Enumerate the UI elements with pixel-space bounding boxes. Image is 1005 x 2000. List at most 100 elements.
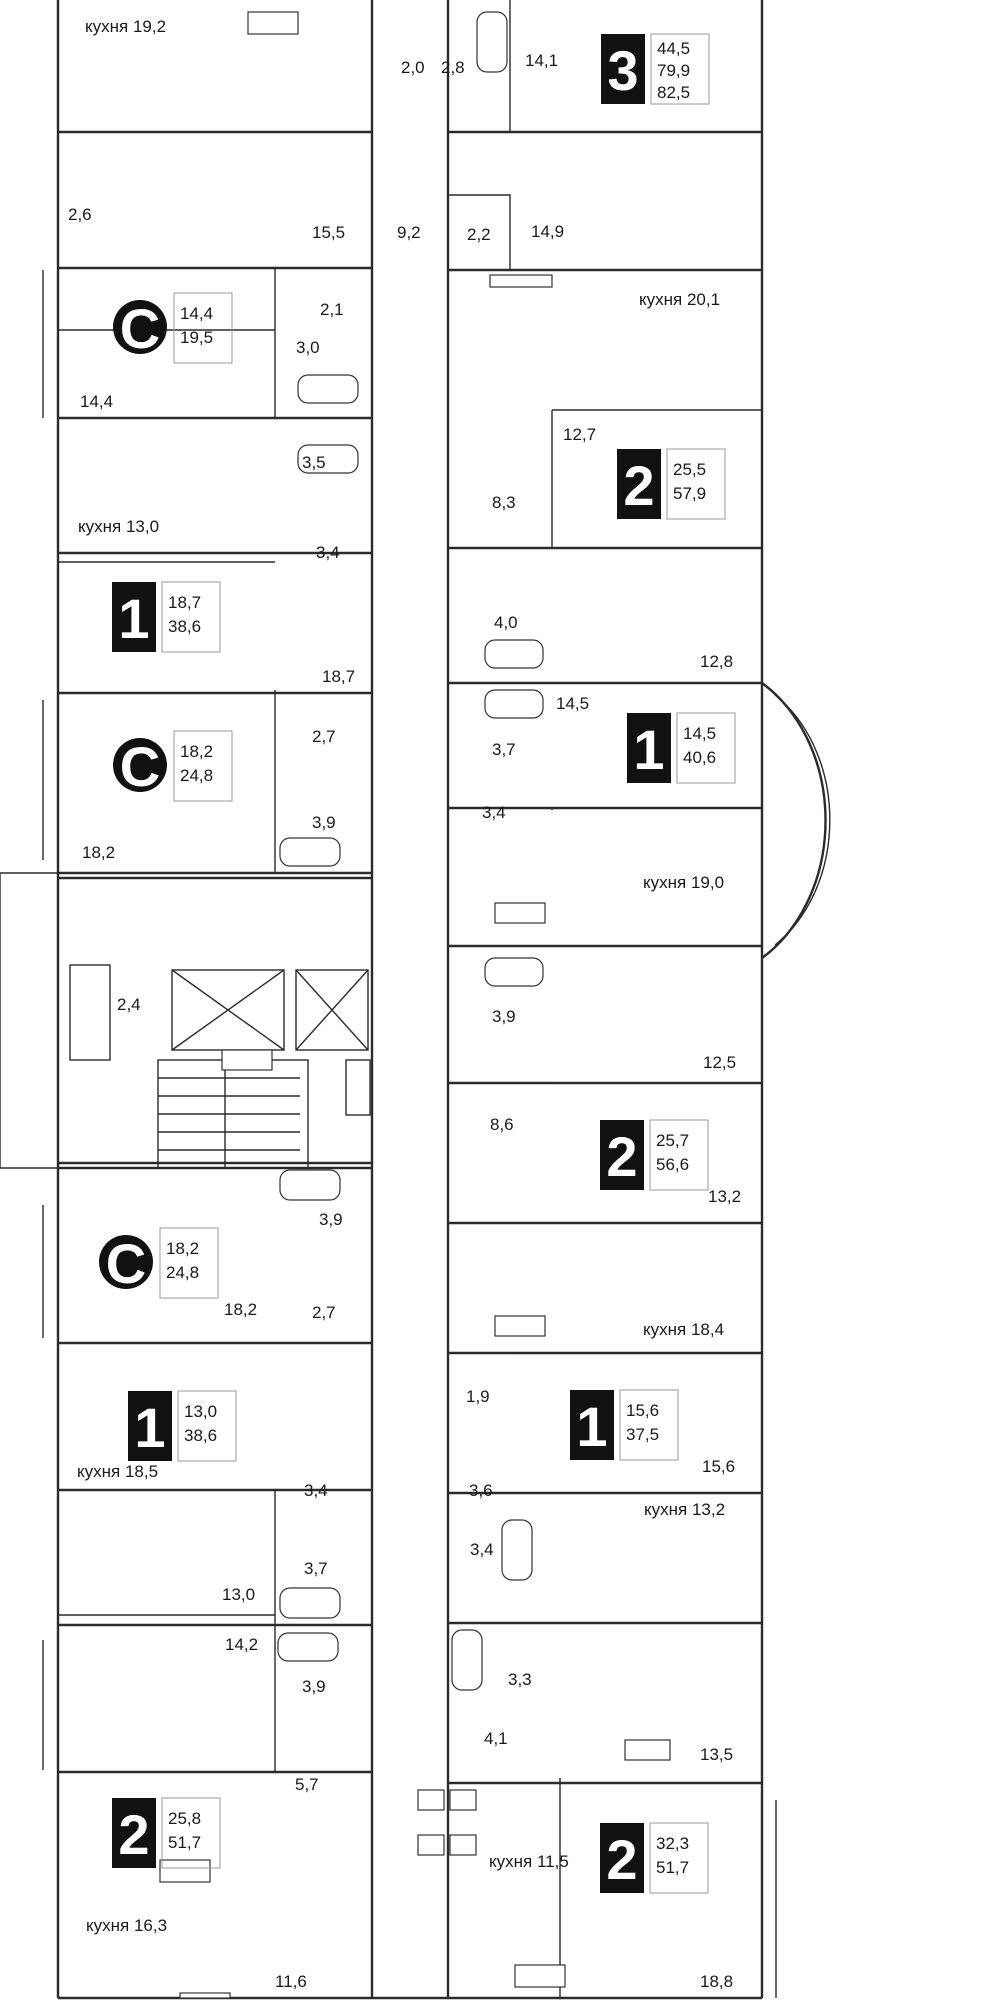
room-label: 3,7 [492, 740, 516, 759]
badge-area-living: 25,5 [673, 460, 706, 479]
room-label: 14,4 [80, 392, 113, 411]
badge-type: C [120, 735, 160, 798]
room-label: 3,4 [304, 1481, 328, 1500]
room-label: 12,8 [700, 652, 733, 671]
badge-type: 2 [606, 1828, 637, 1891]
core [69, 964, 371, 1169]
badge-area-with-balcony: 82,5 [657, 83, 690, 102]
room-label: 3,4 [482, 803, 506, 822]
apartment-badge: C 18,2 24,8 [99, 1227, 219, 1299]
apartment-badge: C 14,4 19,5 [113, 292, 233, 364]
badge-area-total: 24,8 [166, 1263, 199, 1282]
room-label: 14,2 [225, 1635, 258, 1654]
badge-area-living: 15,6 [626, 1401, 659, 1420]
apartment-badge: 2 32,3 51,7 [600, 1822, 709, 1894]
apartment-badge: 1 14,5 40,6 [627, 712, 736, 784]
room-label: кухня 20,1 [639, 290, 720, 309]
room-label: кухня 19,0 [643, 873, 724, 892]
badge-area-living: 25,7 [656, 1131, 689, 1150]
room-label: кухня 18,4 [643, 1320, 724, 1339]
room-label: 4,1 [484, 1729, 508, 1748]
badge-type: 1 [633, 718, 664, 781]
badge-area-total: 24,8 [180, 766, 213, 785]
badge-area-living: 18,2 [166, 1239, 199, 1258]
badge-type: 2 [118, 1803, 149, 1866]
badge-area-total: 37,5 [626, 1425, 659, 1444]
badge-area-total: 38,6 [184, 1426, 217, 1445]
badge-type: 1 [134, 1396, 165, 1459]
room-label: 3,4 [316, 543, 340, 562]
apartment-badge: 2 25,8 51,7 [112, 1797, 221, 1869]
badge-type: 3 [607, 39, 638, 102]
room-label: 2,6 [68, 205, 92, 224]
apartment-badge: 2 25,5 57,9 [617, 448, 726, 520]
room-label: 15,6 [702, 1457, 735, 1476]
room-label: кухня 18,5 [77, 1462, 158, 1481]
badge-type: C [120, 297, 160, 360]
room-label: 18,7 [322, 667, 355, 686]
badge-type: 1 [118, 587, 149, 650]
room-label: 3,0 [296, 338, 320, 357]
room-labels: кухня 19,2 2,0 2,8 14,1 2,6 15,5 9,2 2,2… [68, 17, 741, 1991]
badge-area-total: 40,6 [683, 748, 716, 767]
apartment-badges: 3 44,5 79,9 82,5 C 14,4 19,5 2 25,5 57,9… [99, 33, 736, 1894]
badge-area-total: 56,6 [656, 1155, 689, 1174]
room-label: 18,8 [700, 1972, 733, 1991]
room-label: 12,5 [703, 1053, 736, 1072]
room-label: 2,7 [312, 1303, 336, 1322]
fixtures [159, 11, 671, 1999]
room-label: 4,0 [494, 613, 518, 632]
badge-type: C [106, 1232, 146, 1295]
badge-area-total: 38,6 [168, 617, 201, 636]
room-label: кухня 16,3 [86, 1916, 167, 1935]
badge-area-total: 57,9 [673, 484, 706, 503]
badge-area-total: 51,7 [656, 1858, 689, 1877]
room-label: 2,4 [117, 995, 141, 1014]
room-label: 5,7 [295, 1775, 319, 1794]
room-label: 14,9 [531, 222, 564, 241]
room-label: 3,4 [470, 1540, 494, 1559]
apartment-badge: 1 15,6 37,5 [570, 1389, 679, 1461]
room-label: 2,7 [312, 727, 336, 746]
apartment-badge: C 18,2 24,8 [113, 730, 233, 802]
badge-box [601, 34, 645, 104]
room-label: 11,6 [275, 1972, 307, 1991]
badge-area-living: 18,2 [180, 742, 213, 761]
room-label: 3,9 [302, 1677, 326, 1696]
room-label: 15,5 [312, 223, 345, 242]
room-label: 12,7 [563, 425, 596, 444]
room-label: 2,1 [320, 300, 344, 319]
room-label: 3,3 [508, 1670, 532, 1689]
room-label: 3,9 [492, 1007, 516, 1026]
apartment-badge: 3 44,5 79,9 82,5 [601, 33, 710, 105]
room-label: 13,2 [708, 1187, 741, 1206]
room-label: 13,5 [700, 1745, 733, 1764]
badge-type: 1 [576, 1395, 607, 1458]
badge-area-total: 79,9 [657, 61, 690, 80]
room-label: 3,7 [304, 1559, 328, 1578]
room-label: 2,2 [467, 225, 491, 244]
room-label: 3,9 [319, 1210, 343, 1229]
badge-area-living: 18,7 [168, 593, 201, 612]
badge-area-living: 13,0 [184, 1402, 217, 1421]
room-label: 14,5 [556, 694, 589, 713]
apartment-badge: 1 13,0 38,6 [128, 1390, 237, 1462]
room-label: 8,6 [490, 1115, 514, 1134]
room-label: 13,0 [222, 1585, 255, 1604]
badge-area-living: 14,5 [683, 724, 716, 743]
badge-area-living: 25,8 [168, 1809, 201, 1828]
apartment-badge: 2 25,7 56,6 [600, 1119, 709, 1191]
badge-area-total: 51,7 [168, 1833, 201, 1852]
room-label: кухня 11,5 [489, 1852, 569, 1871]
room-label: 3,6 [469, 1481, 493, 1500]
room-label: 9,2 [397, 223, 421, 242]
badge-type: 2 [606, 1125, 637, 1188]
room-label: кухня 13,2 [644, 1500, 725, 1519]
room-label: 8,3 [492, 493, 516, 512]
badge-area-living: 32,3 [656, 1834, 689, 1853]
badge-area-total: 19,5 [180, 328, 213, 347]
room-label: 3,5 [302, 453, 326, 472]
room-label: 2,0 [401, 58, 425, 77]
badge-type: 2 [623, 454, 654, 517]
